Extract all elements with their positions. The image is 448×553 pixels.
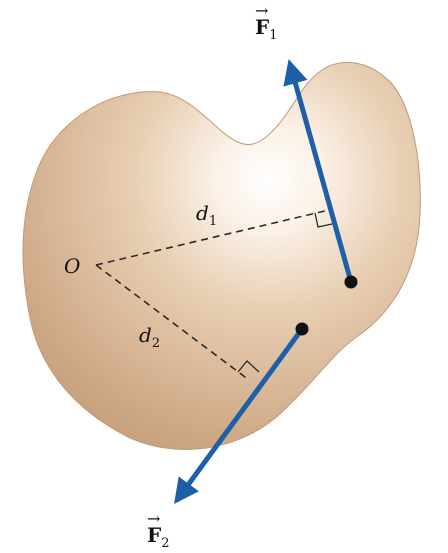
f1-label: → F1 bbox=[255, 1, 277, 43]
f1-subscript: 1 bbox=[269, 28, 277, 43]
f1-symbol: F bbox=[255, 15, 269, 39]
d2-label: d2 bbox=[139, 323, 160, 351]
d2-subscript: 2 bbox=[152, 336, 160, 351]
moment-arm-d2-line bbox=[95, 264, 250, 381]
f2-text: F2 bbox=[147, 523, 169, 551]
moment-arm-d1-line bbox=[95, 209, 330, 266]
d1-label: d1 bbox=[196, 201, 217, 229]
rigid-body bbox=[22, 62, 421, 451]
application-point-f1 bbox=[344, 275, 358, 289]
f2-symbol: F bbox=[147, 523, 161, 547]
d1-subscript: 1 bbox=[209, 214, 217, 229]
right-angle-marker-1 bbox=[314, 212, 333, 228]
f2-subscript: 2 bbox=[161, 536, 169, 551]
f2-label: → F2 bbox=[147, 509, 169, 551]
d1-symbol: d bbox=[196, 201, 209, 225]
f1-arrow: → bbox=[255, 1, 268, 20]
f2-arrow: → bbox=[147, 509, 160, 528]
force-vector-f2 bbox=[174, 327, 305, 505]
application-point-f2 bbox=[295, 322, 309, 336]
right-angle-marker-2 bbox=[237, 360, 260, 373]
f1-text: F1 bbox=[255, 15, 277, 43]
force-vector-f1 bbox=[283, 59, 354, 283]
d2-symbol: d bbox=[139, 323, 152, 347]
origin-label: O bbox=[64, 254, 80, 278]
